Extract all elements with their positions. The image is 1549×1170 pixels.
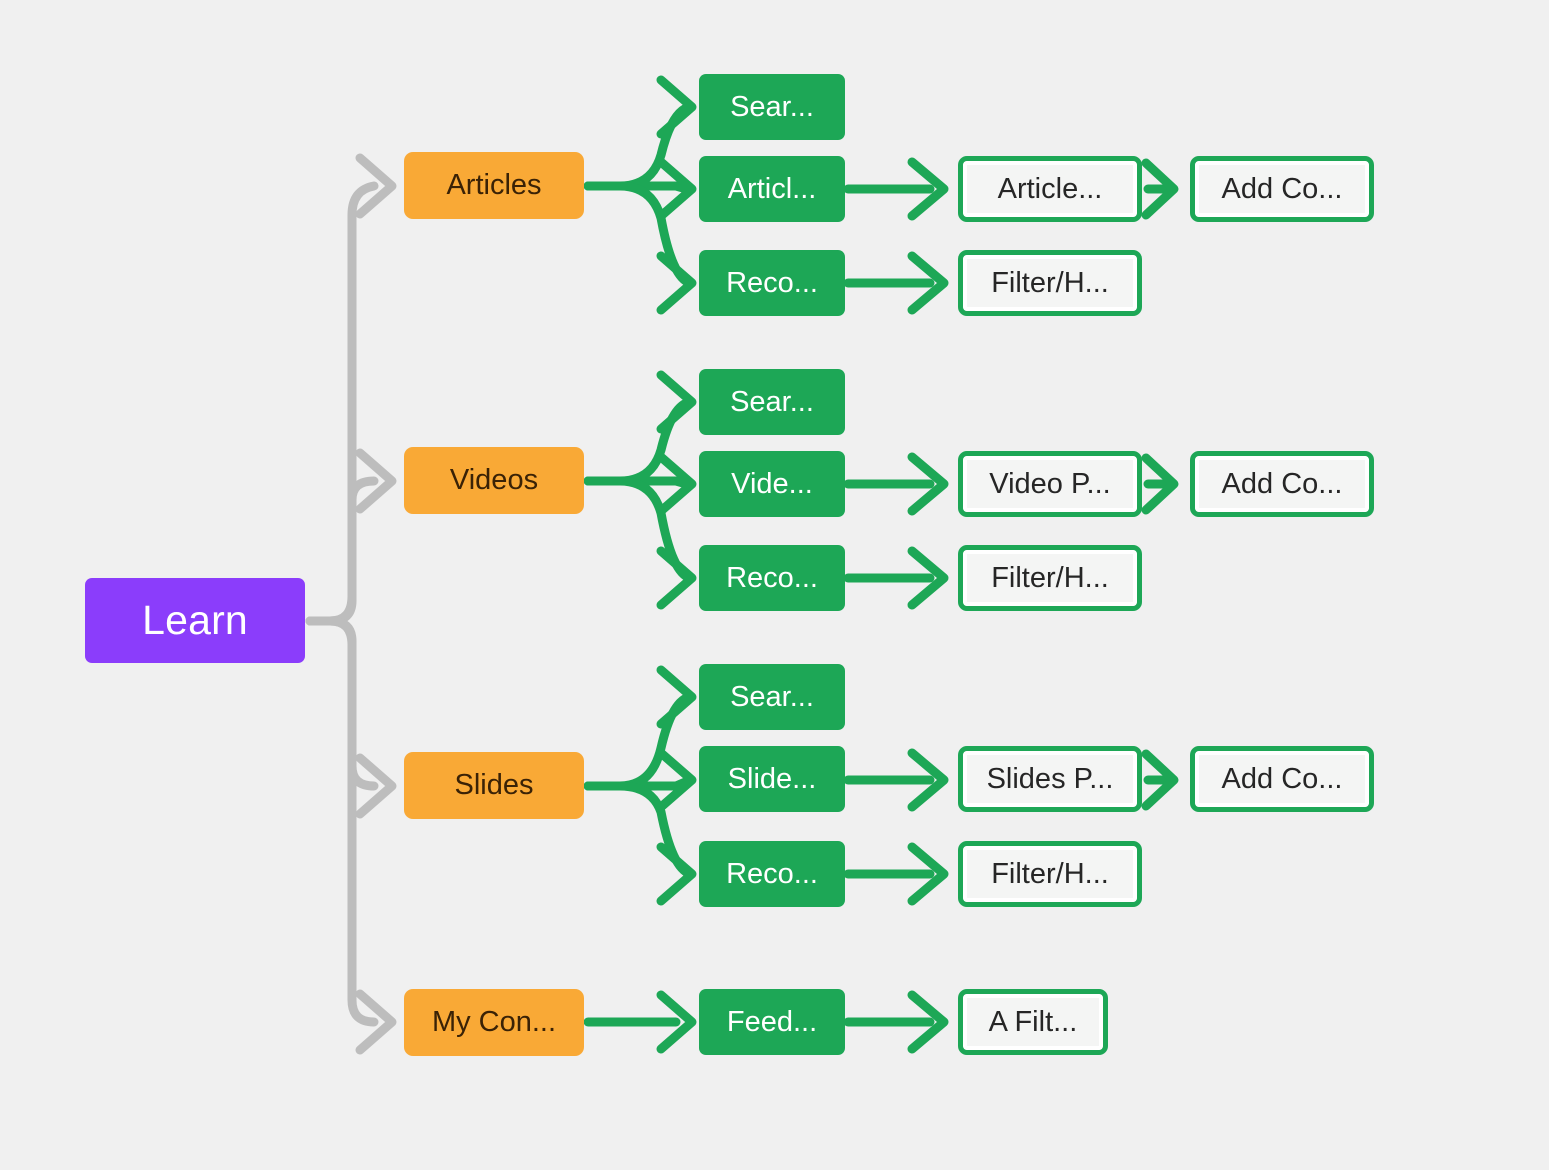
edge-videos-reco [583,476,695,583]
arrowhead-videos-list [656,452,697,516]
node-slides-search[interactable]: Sear... [699,664,845,730]
edge-slides-reco [583,781,695,879]
node-article-detail[interactable]: Article... [958,156,1142,222]
node-slides-search-label: Sear... [730,680,814,713]
arrowhead-articles-reco [656,251,697,315]
node-articles-search[interactable]: Sear... [699,74,845,140]
arrowhead-slides-search [656,665,697,729]
node-videos-recommendations-label: Reco... [726,561,818,594]
edge-videos-list [583,476,695,490]
node-videos-list[interactable]: Vide... [699,451,845,517]
node-slides-player[interactable]: Slides P... [958,746,1142,812]
edge-learn-mycontent [305,616,379,1027]
arrowhead-mycontent-feed [656,990,697,1054]
arrowhead-videos-filter [907,546,949,610]
edge-articles-list [583,181,695,195]
node-videos-search-label: Sear... [730,385,814,418]
node-articles-recommendations-label: Reco... [726,266,818,299]
root-edges [305,153,397,1055]
node-videos-list-label: Vide... [731,467,813,500]
arrowhead-slides-player [907,748,949,812]
node-articles-add-comment-label: Add Co... [1195,161,1369,217]
arrowhead-articles-list [656,157,697,221]
arrowhead-videos [355,448,397,514]
arrowhead-articles-search [656,75,697,139]
arrowhead-videos-reco [656,546,697,610]
node-category-slides[interactable]: Slides [404,752,584,819]
node-category-slides-label: Slides [454,769,534,801]
node-my-content-filter-label: A Filt... [963,994,1103,1050]
node-root-learn-label: Learn [142,597,248,643]
edge-articles-reco [583,181,695,288]
node-articles-list[interactable]: Articl... [699,156,845,222]
arrowhead-articles-addco [1141,158,1179,220]
arrowhead-mycontent-filter [907,990,949,1054]
arrowhead-slides-addco [1141,749,1179,811]
node-slides-filter-history[interactable]: Filter/H... [958,841,1142,907]
node-slides-list[interactable]: Slide... [699,746,845,812]
node-videos-filter-history[interactable]: Filter/H... [958,545,1142,611]
node-articles-filter-history[interactable]: Filter/H... [958,250,1142,316]
edge-videos-search [583,397,695,486]
node-my-content-filter[interactable]: A Filt... [958,989,1108,1055]
node-articles-list-label: Articl... [727,172,817,205]
node-category-articles-label: Articles [446,169,542,201]
node-videos-add-comment[interactable]: Add Co... [1190,451,1374,517]
arrowhead-slides-reco [656,842,697,906]
node-articles-filter-history-label: Filter/H... [963,255,1137,311]
node-articles-search-label: Sear... [730,90,814,123]
node-videos-search[interactable]: Sear... [699,369,845,435]
node-category-videos-label: Videos [449,464,539,496]
arrowhead-slides [355,753,397,819]
node-slides-recommendations[interactable]: Reco... [699,841,845,907]
node-video-player-label: Video P... [963,456,1137,512]
arrowhead-videos-addco [1141,453,1179,515]
arrowhead-articles-detail [907,157,949,221]
node-slides-add-comment-label: Add Co... [1195,751,1369,807]
node-my-content-feed-label: Feed... [726,1005,818,1038]
edge-slides-list [583,775,695,791]
edge-learn-articles [305,181,379,626]
node-slides-filter-history-label: Filter/H... [963,846,1137,902]
node-my-content-feed[interactable]: Feed... [699,989,845,1055]
node-category-articles[interactable]: Articles [404,152,584,219]
node-videos-recommendations[interactable]: Reco... [699,545,845,611]
arrowhead-videos-search [656,370,697,434]
node-articles-add-comment[interactable]: Add Co... [1190,156,1374,222]
node-videos-filter-history-label: Filter/H... [963,550,1137,606]
arrowhead-slides-filter [907,842,949,906]
arrowhead-articles [355,153,397,219]
node-article-detail-label: Article... [963,161,1137,217]
node-root-learn[interactable]: Learn [85,578,305,663]
edge-slides-search [583,692,695,791]
node-category-my-content-label: My Con... [431,1006,557,1038]
arrowhead-videos-player [907,452,949,516]
node-articles-recommendations[interactable]: Reco... [699,250,845,316]
node-slides-recommendations-label: Reco... [726,857,818,890]
edge-articles-search [583,102,695,191]
arrowhead-slides-list [656,748,697,812]
node-slides-list-label: Slide... [727,762,817,795]
node-category-my-content[interactable]: My Con... [404,989,584,1056]
node-videos-add-comment-label: Add Co... [1195,456,1369,512]
node-video-player[interactable]: Video P... [958,451,1142,517]
node-category-videos[interactable]: Videos [404,447,584,514]
arrowhead-mycontent [355,989,397,1055]
node-slides-player-label: Slides P... [963,751,1137,807]
edge-learn-videos [305,476,379,626]
arrowhead-articles-filter [907,251,949,315]
edge-learn-slides [305,616,379,791]
node-slides-add-comment[interactable]: Add Co... [1190,746,1374,812]
